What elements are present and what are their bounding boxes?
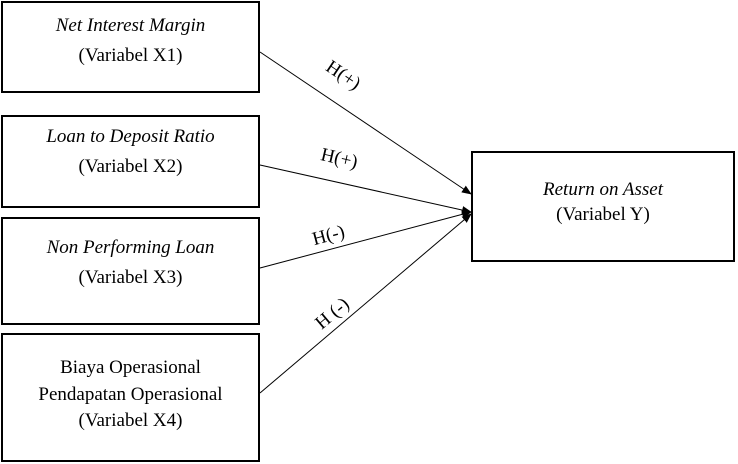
variable-x4-name-line1: Biaya Operasional — [60, 357, 201, 378]
variable-x2-code: (Variabel X2) — [78, 156, 183, 178]
hypothesis-label-x1: H(+) — [322, 56, 364, 94]
arrow-x4-to-y — [259, 213, 472, 394]
variable-x1-box: Net Interest Margin (Variabel X1) — [1, 1, 260, 93]
variable-x1-code: (Variabel X1) — [78, 45, 183, 67]
variable-y-box: Return on Asset (Variabel Y) — [471, 151, 735, 262]
variable-x4-code: (Variabel X4) — [78, 410, 183, 432]
arrow-x1-to-y — [259, 51, 472, 195]
hypothesis-label-x4: H (-) — [311, 294, 353, 334]
variable-x3-name: Non Performing Loan — [46, 237, 215, 258]
variable-x1-name: Net Interest Margin — [55, 15, 206, 36]
variable-y-code: (Variabel Y) — [556, 203, 650, 225]
hypothesis-label-x2: H(+) — [319, 144, 360, 173]
variable-x2-name: Loan to Deposit Ratio — [46, 126, 215, 147]
variable-x3-code: (Variabel X3) — [78, 267, 183, 289]
variable-y-name: Return on Asset — [543, 179, 663, 200]
arrow-x2-to-y — [259, 164, 472, 214]
variable-x3-box: Non Performing Loan (Variabel X3) — [1, 217, 260, 325]
variable-x2-box: Loan to Deposit Ratio (Variabel X2) — [1, 115, 260, 208]
variable-x4-name-line2: Pendapatan Operasional — [38, 383, 223, 405]
variable-x4-box: Biaya Operasional Pendapatan Operasional… — [1, 333, 260, 462]
arrow-x3-to-y — [259, 210, 472, 269]
hypothesis-label-x3: H(-) — [310, 221, 347, 250]
